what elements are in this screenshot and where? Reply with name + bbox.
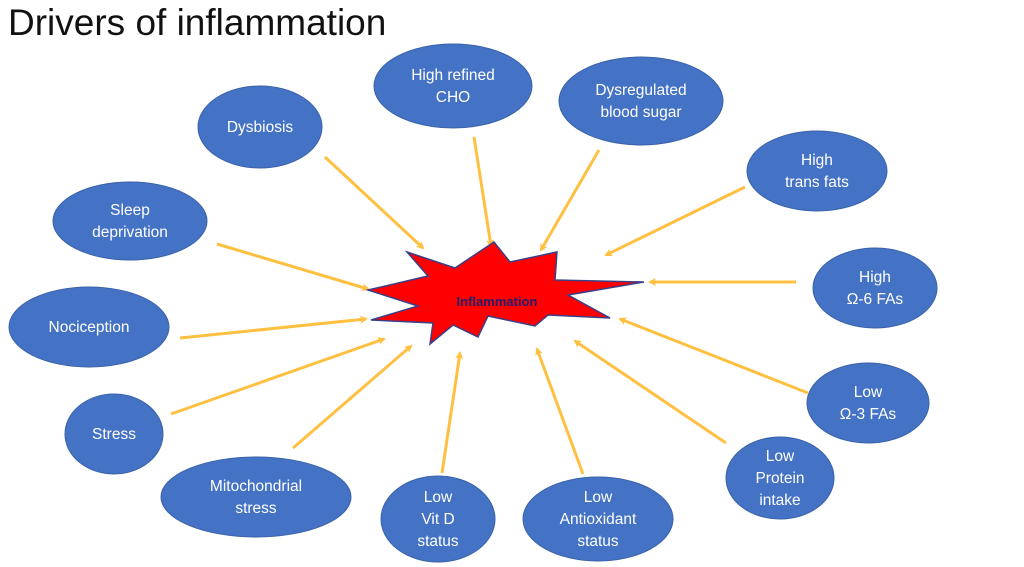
arrow-high-refined-cho [472,136,495,248]
driver-ellipse [558,56,724,146]
driver-ellipse [746,130,888,212]
driver-ellipse [52,181,208,261]
driver-ellipse [8,286,170,368]
driver-ellipse [806,362,930,444]
driver-ellipse [725,436,835,520]
driver-label-line: Low [854,384,883,401]
arrow-low-vit-d-status [440,351,464,474]
driver-label-line: Protein [755,470,804,487]
driver-label-line: blood sugar [600,104,681,121]
arrow-low-antioxidant-status [535,347,585,475]
driver-ellipse [522,476,674,562]
arrow-low-omega-3 [618,317,809,395]
driver-ellipse [160,456,352,538]
driver-ellipse [380,475,496,563]
driver-label-line: stress [235,500,277,517]
driver-label-line: High [859,269,891,286]
driver-node-high-trans-fats: High trans fats [746,130,888,212]
driver-ellipse [197,85,323,169]
driver-node-sleep-deprivation: Sleep deprivation [52,181,208,261]
arrow-dysregulated-blood-sugar [539,149,601,252]
driver-node-nociception: Nociception [8,286,170,368]
arrow-dysbiosis [323,155,425,250]
driver-label-line: Vit D [421,511,454,528]
arrow-low-protein-intake [573,339,727,445]
driver-label-line: High refined [411,67,495,84]
slide-title: Drivers of inflammation [8,2,387,43]
driver-label-line: Ω-6 FAs [847,291,904,308]
arrow-mitochondrial-stress [292,344,413,450]
driver-label-line: Ω-3 FAs [840,406,897,423]
driver-label-line: CHO [436,89,470,106]
driver-ellipse [64,393,164,475]
driver-label-line: Dysbiosis [227,119,294,136]
driver-node-dysregulated-blood-sugar: Dysregulated blood sugar [558,56,724,146]
driver-label-line: High [801,152,833,169]
driver-label-line: Dysregulated [595,82,686,99]
driver-label-line: intake [759,492,800,509]
arrow-stress [170,337,386,416]
driver-label-line: Sleep [110,202,150,219]
driver-label-line: Mitochondrial [210,478,302,495]
driver-label-line: status [417,533,459,550]
center-label: Inflammation [457,294,538,309]
driver-node-dysbiosis: Dysbiosis [197,85,323,169]
arrow-high-trans-fats [604,185,746,257]
driver-ellipse [373,43,533,129]
driver-label-line: Nociception [49,319,130,336]
driver-label-line: trans fats [785,174,849,191]
driver-label-line: status [577,533,619,550]
driver-label-line: Antioxidant [560,511,637,528]
driver-label-line: Low [766,448,795,465]
driver-node-stress: Stress [64,393,164,475]
center-layer: Inflammation [365,240,645,346]
driver-label-line: Low [584,489,613,506]
driver-label-line: Stress [92,426,136,443]
driver-node-mitochondrial-stress: Mitochondrial stress [160,456,352,538]
driver-label-line: Low [424,489,453,506]
arrow-sleep-deprivation [216,242,370,292]
driver-ellipse [812,247,938,329]
driver-label-line: deprivation [92,224,168,241]
arrows-layer [170,136,809,475]
arrow-nociception [179,315,368,340]
inflammation-burst [365,240,645,346]
